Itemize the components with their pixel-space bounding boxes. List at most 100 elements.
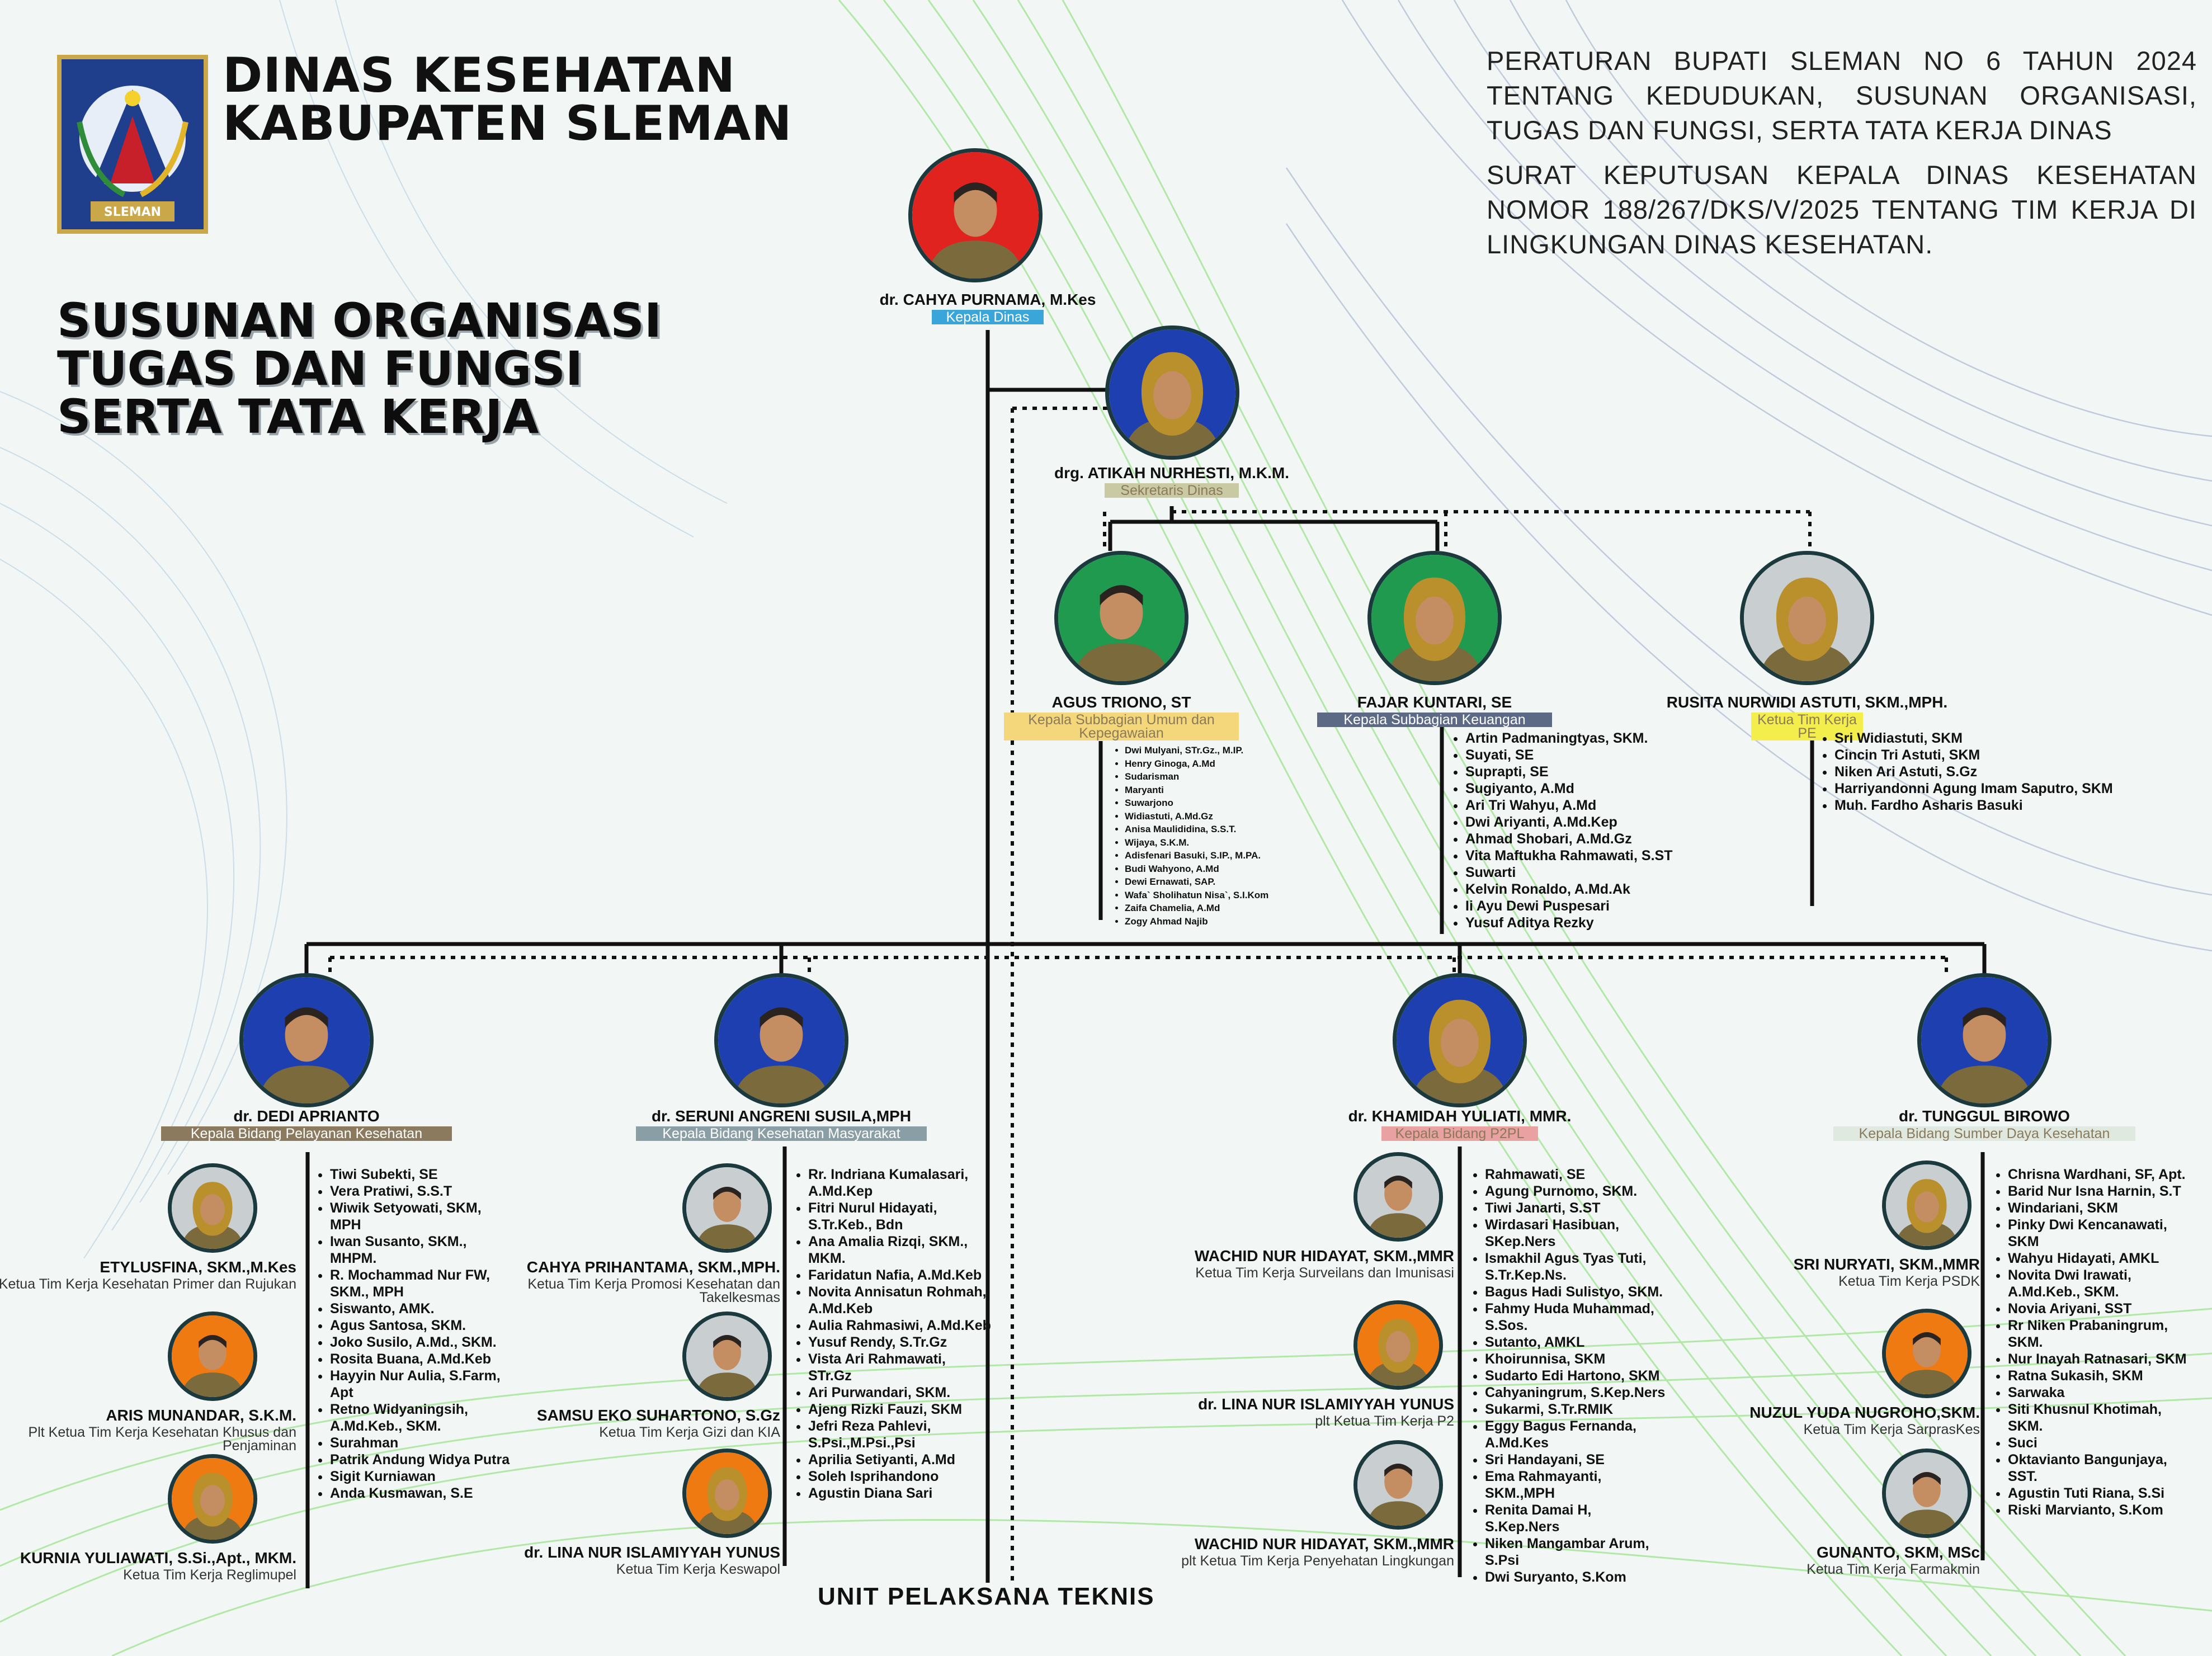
kepala-dinas-role-badge: Kepala Dinas bbox=[932, 310, 1044, 324]
kepala-bidang-name: dr. TUNGGUL BIROWO bbox=[1899, 1107, 2070, 1125]
team-lead-photo bbox=[1353, 1152, 1443, 1242]
member-list-item: Suwarti bbox=[1465, 864, 1779, 881]
member-list-item: Sudarto Edi Hartono, SKM bbox=[1485, 1367, 1669, 1384]
kepala-bidang-photo bbox=[239, 973, 374, 1107]
kepala-dinas-name: dr. CAHYA PURNAMA, M.Kes bbox=[879, 291, 1096, 308]
kepala-bidang-photo bbox=[714, 973, 848, 1107]
member-list-item: Agus Santosa, SKM. bbox=[330, 1317, 515, 1334]
kepala-bidang-photo bbox=[1917, 973, 2051, 1107]
member-list-item: Tiwi Janarti, S.ST bbox=[1485, 1200, 1669, 1216]
subunit-name: AGUS TRIONO, ST bbox=[1051, 693, 1191, 711]
member-list-item: Yusuf Rendy, S.Tr.Gz bbox=[808, 1334, 993, 1351]
member-list-item: Anisa Maulididina, S.S.T. bbox=[1125, 823, 1360, 836]
team-lead-photo bbox=[1882, 1449, 1972, 1538]
member-list-item: Oktavianto Bangunjaya, SST. bbox=[2008, 1451, 2192, 1485]
member-list-item: Yusuf Aditya Rezky bbox=[1465, 914, 1779, 931]
member-list-item: Ahmad Shobari, A.Md.Gz bbox=[1465, 831, 1779, 847]
team-lead-name: GUNANTO, SKM, MSc bbox=[1817, 1544, 1980, 1561]
member-list-item: Bagus Hadi Sulistyo, SKM. bbox=[1485, 1284, 1669, 1300]
member-list-item: Kelvin Ronaldo, A.Md.Ak bbox=[1465, 881, 1779, 898]
member-list-item: Cincin Tri Astuti, SKM bbox=[1834, 747, 2204, 763]
main-title: SUSUNAN ORGANISASI TUGAS DAN FUNGSI SERT… bbox=[57, 296, 662, 441]
kepala-bidang-photo bbox=[1393, 973, 1527, 1107]
member-list-item: Patrik Andung Widya Putra bbox=[330, 1451, 515, 1468]
member-list-item: Ismakhil Agus Tyas Tuti, S.Tr.Kep.Ns. bbox=[1485, 1250, 1669, 1284]
member-list-item: Sutanto, AMKL bbox=[1485, 1334, 1669, 1351]
team-lead-name: ARIS MUNANDAR, S.K.M. bbox=[106, 1407, 296, 1424]
member-list-item: Surahman bbox=[330, 1435, 515, 1451]
member-list-item: Sri Handayani, SE bbox=[1485, 1451, 1669, 1468]
team-lead-photo bbox=[168, 1163, 257, 1253]
kepala-bidang-role-badge: Kepala Bidang Sumber Daya Kesehatan bbox=[1833, 1126, 2135, 1141]
team-lead-photo bbox=[1353, 1300, 1443, 1390]
sekretaris-role-badge: Sekretaris Dinas bbox=[1105, 483, 1239, 498]
member-list-item: Barid Nur Isna Harnin, S.T bbox=[2008, 1183, 2192, 1200]
regulations-block: PERATURAN BUPATI SLEMAN NO 6 TAHUN 2024 … bbox=[1487, 44, 2197, 272]
member-list-item: Eggy Bagus Fernanda, A.Md.Kes bbox=[1485, 1418, 1669, 1451]
member-list-item: Riski Marvianto, S.Kom bbox=[2008, 1502, 2192, 1518]
member-list-item: Agung Purnomo, SKM. bbox=[1485, 1183, 1669, 1200]
member-list-item: Ana Amalia Rizqi, SKM., MKM. bbox=[808, 1233, 993, 1267]
member-list-item: Adisfenari Basuki, S.IP., M.PA. bbox=[1125, 849, 1360, 862]
team-lead-role: plt Ketua Tim Kerja Penyehatan Lingkunga… bbox=[1181, 1553, 1454, 1569]
team-lead-name: WACHID NUR HIDAYAT, SKM.,MMR bbox=[1194, 1535, 1454, 1553]
member-list-item: Niken Ari Astuti, S.Gz bbox=[1834, 763, 2204, 780]
member-list-item: Novita Dwi Irawati, A.Md.Keb., SKM. bbox=[2008, 1267, 2192, 1300]
sekretaris-photo bbox=[1105, 325, 1239, 460]
member-list-item: Chrisna Wardhani, SF, Apt. bbox=[2008, 1166, 2192, 1183]
main-title-line: SUSUNAN ORGANISASI bbox=[57, 293, 662, 348]
member-list-item: Sarwaka bbox=[2008, 1384, 2192, 1401]
team-lead-name: CAHYA PRIHANTAMA, SKM.,MPH. bbox=[526, 1258, 780, 1276]
kepala-bidang-name: dr. DEDI APRIANTO bbox=[233, 1107, 380, 1125]
member-list-item: Retno Widyaningsih, A.Md.Keb., SKM. bbox=[330, 1401, 515, 1435]
member-list-item: Widiastuti, A.Md.Gz bbox=[1125, 810, 1360, 823]
sekretaris-name: drg. ATIKAH NURHESTI, M.K.M. bbox=[1054, 464, 1289, 482]
member-list-item: Aulia Rahmasiwi, A.Md.Keb bbox=[808, 1317, 993, 1334]
member-list-item: Wirdasari Hasibuan, SKep.Ners bbox=[1485, 1216, 1669, 1250]
member-list-item: Aprilia Setiyanti, A.Md bbox=[808, 1451, 993, 1468]
member-list-item: Iwan Susanto, SKM., MHPM. bbox=[330, 1233, 515, 1267]
member-list-item: Sugiyanto, A.Md bbox=[1465, 780, 1779, 797]
member-list-item: Novita Annisatun Rohmah, A.Md.Keb bbox=[808, 1284, 993, 1317]
member-list-item: Henry Ginoga, A.Md bbox=[1125, 757, 1360, 771]
member-list-item: Novia Ariyani, SST bbox=[2008, 1300, 2192, 1317]
member-list-item: Wiwik Setyowati, SKM, MPH bbox=[330, 1200, 515, 1233]
member-list-item: Wafa` Sholihatun Nisa`, S.I.Kom bbox=[1125, 889, 1360, 902]
team-lead-role: Ketua Tim Kerja Gizi dan KIA bbox=[599, 1424, 780, 1440]
member-list-item: Vita Maftukha Rahmawati, S.ST bbox=[1465, 847, 1779, 864]
member-list-item: Ii Ayu Dewi Puspesari bbox=[1465, 898, 1779, 914]
member-list-item: Renita Damai H, S.Kep.Ners bbox=[1485, 1502, 1669, 1535]
team-lead-photo bbox=[168, 1454, 257, 1544]
team-lead-role: Ketua Tim Kerja Promosi Kesehatan dan Ta… bbox=[527, 1276, 780, 1305]
team-lead-role: Ketua Tim Kerja Surveilans dan Imunisasi bbox=[1195, 1265, 1454, 1281]
team-lead-photo bbox=[682, 1163, 772, 1253]
team-lead-photo bbox=[682, 1311, 772, 1401]
member-list-item: Sri Widiastuti, SKM bbox=[1834, 730, 2204, 747]
member-list-item: Joko Susilo, A.Md., SKM. bbox=[330, 1334, 515, 1351]
team-lead-role: Ketua Tim Kerja Keswapol bbox=[616, 1561, 780, 1577]
member-list-item: Suyati, SE bbox=[1465, 747, 1779, 763]
team-lead-role: Ketua Tim Kerja Farmakmin bbox=[1807, 1561, 1980, 1577]
organization-name-line1: DINAS KESEHATAN bbox=[223, 48, 736, 103]
member-list-item: Jefri Reza Pahlevi, S.Psi.,M.Psi.,Psi bbox=[808, 1418, 993, 1451]
member-list-item: Agustin Tuti Riana, S.Si bbox=[2008, 1485, 2192, 1502]
team-lead-name: SRI NURYATI, SKM.,MMR bbox=[1793, 1256, 1980, 1273]
team-lead-name: ETYLUSFINA, SKM.,M.Kes bbox=[100, 1258, 296, 1276]
member-list-item: Wijaya, S.K.M. bbox=[1125, 836, 1360, 850]
subunit-member-list: Artin Padmaningtyas, SKM.Suyati, SESupra… bbox=[1449, 730, 1779, 931]
team-lead-name: WACHID NUR HIDAYAT, SKM.,MMR bbox=[1194, 1247, 1454, 1265]
member-list-item: Siti Khusnul Khotimah, SKM. bbox=[2008, 1401, 2192, 1435]
member-list-item: Suci bbox=[2008, 1435, 2192, 1451]
organization-name-line2: KABUPATEN SLEMAN bbox=[223, 96, 793, 152]
member-list-item: Sukarmi, S.Tr.RMIK bbox=[1485, 1401, 1669, 1418]
member-list-item: Wahyu Hidayati, AMKL bbox=[2008, 1250, 2192, 1267]
svg-text:SLEMAN: SLEMAN bbox=[104, 205, 161, 219]
member-list-item: Sigit Kurniawan bbox=[330, 1468, 515, 1485]
subunit-role-badge: Kepala Subbagian Umum dan Kepegawaian bbox=[1004, 713, 1239, 740]
team-lead-role: Ketua Tim Kerja PSDK bbox=[1838, 1273, 1980, 1289]
member-list-item: Soleh Isprihandono bbox=[808, 1468, 993, 1485]
member-list-item: Artin Padmaningtyas, SKM. bbox=[1465, 730, 1779, 747]
member-list-item: Cahyaningrum, S.Kep.Ners bbox=[1485, 1384, 1669, 1401]
member-list-item: Suwarjono bbox=[1125, 796, 1360, 810]
